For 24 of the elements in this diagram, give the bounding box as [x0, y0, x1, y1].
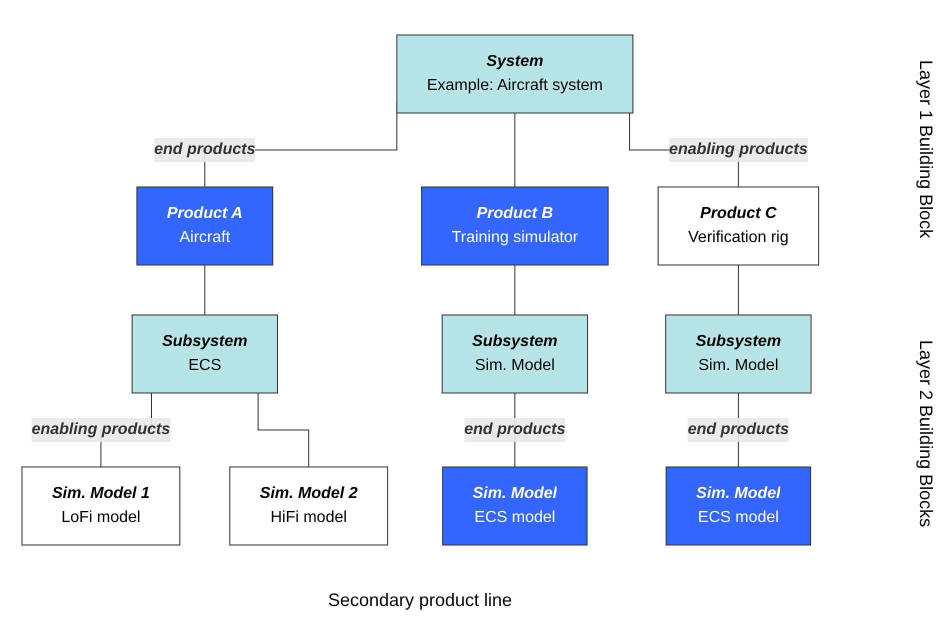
node-box: Subsystem Sim. Model: [664, 314, 812, 394]
node-box: Product B Training simulator: [420, 186, 608, 266]
connector: [514, 264, 516, 316]
connector: [514, 112, 516, 188]
node-box: Sim. Model 1 LoFi model: [21, 466, 180, 546]
node-box: Subsystem ECS: [131, 314, 278, 394]
bracket-label: Secondary product line: [326, 590, 514, 611]
connector: [738, 264, 739, 316]
edge-label: end products: [464, 420, 566, 438]
node-box: Sim. Model ECS model: [665, 466, 811, 546]
node-box: Subsystem Sim. Model: [441, 314, 588, 394]
connector: [204, 264, 205, 316]
layer-label: Layer 2 Building Blocks: [915, 340, 936, 528]
edge-label: enabling products: [31, 420, 170, 438]
layer-label: Layer 1 Building Block: [915, 60, 936, 238]
connector: [257, 392, 309, 468]
node-box: Product C Verification rig: [657, 186, 819, 266]
node-box: System Example: Aircraft system: [396, 34, 634, 114]
node-box: Product A Aircraft: [136, 186, 273, 266]
node-box: Sim. Model ECS model: [442, 466, 588, 546]
node-box: Sim. Model 2 HiFi model: [228, 466, 388, 546]
edge-label: end products: [687, 420, 789, 438]
edge-label: enabling products: [668, 140, 808, 158]
edge-label: end products: [154, 140, 256, 158]
